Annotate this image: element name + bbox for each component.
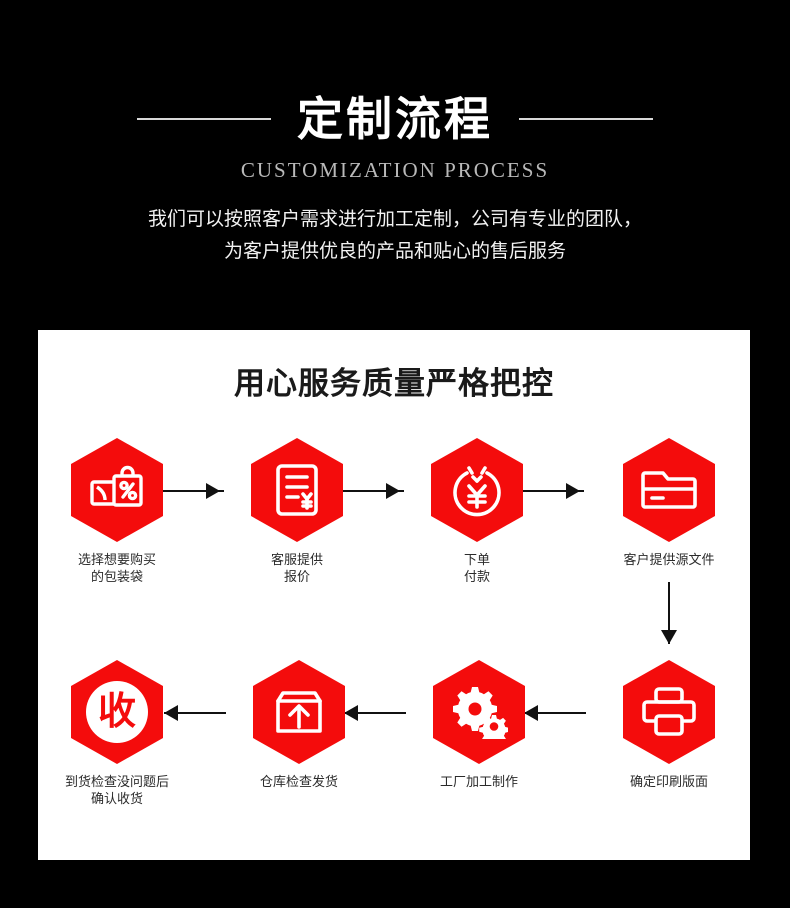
folder-icon [623,438,715,542]
step-5-label: 确定印刷版面 [629,774,708,789]
arrow-step4-step5-icon [661,630,677,644]
step-6-label: 工厂加工制作 [439,774,518,789]
quote-document-yen-icon [251,438,343,542]
arrow-step7-step8-icon [164,705,178,721]
step-2-label: 客服提供 报价 [270,552,323,584]
process-step-1[interactable]: 选择想要购买 的包装袋 [42,438,192,585]
arrow-step2-step3-icon [386,483,400,499]
connector-step1-step2 [162,490,224,492]
page-subtitle: CUSTOMIZATION PROCESS [240,158,550,182]
step-8-label: 到货检查没问题后 确认收货 [64,774,169,806]
page-header: 定制流程 CUSTOMIZATION PROCESS 我们可以按照客户需求进行加… [0,0,790,330]
process-flow-diagram: 选择想要购买 的包装袋 [38,330,750,860]
process-step-2[interactable]: 客服提供 报价 [222,438,372,585]
step-2-hexagon [251,438,343,542]
package-up-arrow-icon [253,660,345,764]
arrow-step6-step7-icon [344,705,358,721]
title-rule-left [137,118,271,120]
arrow-step5-step6-icon [524,705,538,721]
step-1-label: 选择想要购买 的包装袋 [77,552,156,584]
process-step-6[interactable]: 工厂加工制作 [404,660,554,790]
connector-step7-step8 [164,712,226,714]
receive-char-icon: 收 [71,660,163,764]
connector-step5-step6 [524,712,586,714]
process-step-7[interactable]: 仓库检查发货 [224,660,374,790]
process-step-4[interactable]: 客户提供源文件 [594,438,744,568]
step-3-label: 下单 付款 [463,552,490,584]
step-6-hexagon [433,660,525,764]
process-step-8[interactable]: 收 到货检查没问题后 确认收货 [42,660,192,807]
step-8-hexagon: 收 [71,660,163,764]
step-7-hexagon [253,660,345,764]
gears-icon [433,660,525,764]
process-step-3[interactable]: 下单 付款 [402,438,552,585]
step-5-hexagon [623,660,715,764]
arrow-step3-step4-icon [566,483,580,499]
step-1-hexagon [71,438,163,542]
connector-step3-step4 [522,490,584,492]
step-4-label: 客户提供源文件 [623,552,715,567]
step-7-label: 仓库检查发货 [259,774,338,789]
step-4-hexagon [623,438,715,542]
title-rule-right [519,118,653,120]
page-title: 定制流程 [297,93,493,145]
intro-line-2: 为客户提供优良的产品和贴心的售后服务 [223,241,566,262]
shopping-bag-discount-icon [71,438,163,542]
payment-yen-circle-icon [431,438,523,542]
intro-description: 我们可以按照客户需求进行加工定制，公司有专业的团队， 为客户提供优良的产品和贴心… [0,204,790,268]
receive-char-glyph: 收 [97,691,136,733]
step-3-hexagon [431,438,523,542]
process-step-5[interactable]: 确定印刷版面 [594,660,744,790]
connector-step4-step5 [668,582,670,644]
arrow-step1-step2-icon [206,483,220,499]
intro-line-1: 我们可以按照客户需求进行加工定制，公司有专业的团队， [147,209,642,230]
printer-icon [623,660,715,764]
title-row: 定制流程 [0,88,790,150]
connector-step6-step7 [344,712,406,714]
card-title: 用心服务质量严格把控 [234,366,554,401]
process-card: 用心服务质量严格把控 [38,330,750,860]
connector-step2-step3 [342,490,404,492]
